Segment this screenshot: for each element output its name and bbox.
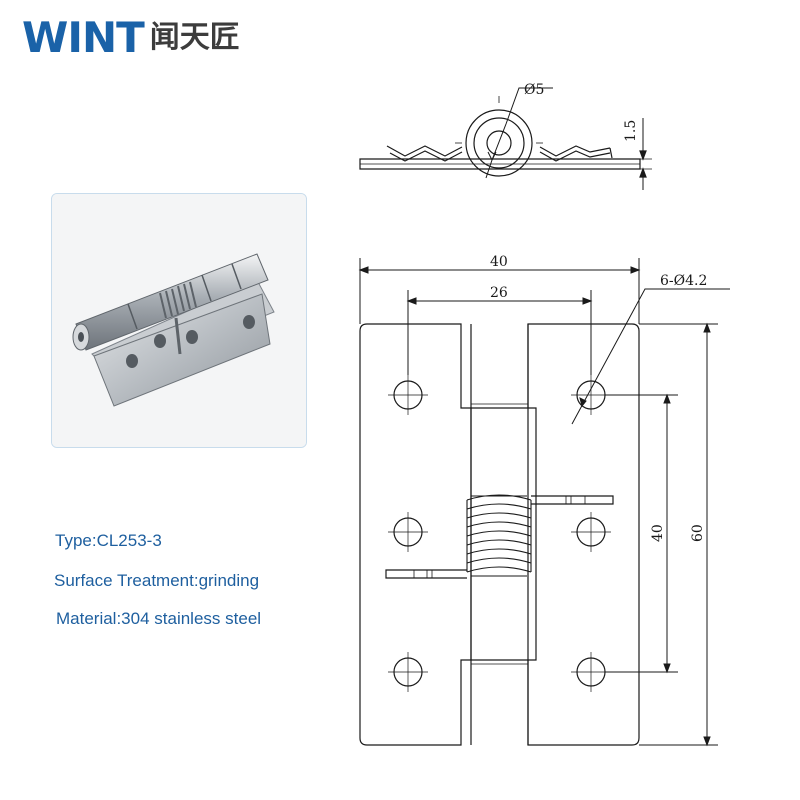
holes-callout-label: 6-Ø4.2 (660, 273, 707, 289)
spec-type: Type:CL253-3 (55, 531, 162, 550)
spec-surface-treatment: Surface Treatment:grinding (54, 571, 260, 590)
hole-spacing-height-label: 40 (650, 524, 666, 542)
spec-material: Material:304 stainless steel (56, 609, 262, 628)
overall-width-label: 40 (490, 254, 508, 270)
plate-thickness-label: 1.5 (623, 120, 639, 142)
dimension-lines (358, 258, 730, 747)
pin-diameter-label: Ø5 (524, 82, 544, 98)
side-view (359, 87, 652, 190)
hole-spacing-width-label: 26 (490, 285, 508, 301)
brand-logo-latin: WINT (22, 13, 145, 62)
overall-height-label: 60 (690, 524, 706, 542)
brand-logo: WINT 闻天匠 (22, 16, 240, 60)
brand-logo-cjk: 闻天匠 (149, 20, 240, 55)
hinge-photo-illustration (52, 194, 306, 447)
product-photo (51, 193, 307, 448)
front-view (359, 323, 640, 746)
